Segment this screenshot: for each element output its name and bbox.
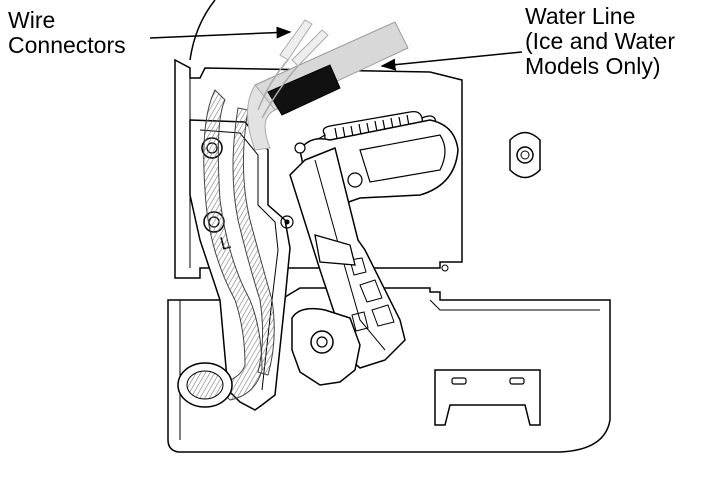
wire-connectors-arrow — [149, 26, 292, 39]
water-line-label: Water Line (Ice and Water Models Only) — [525, 4, 675, 79]
side-hole — [509, 131, 541, 179]
door-top-edge — [429, 299, 600, 311]
handle-pocket — [434, 369, 541, 426]
wire-connectors-label: Wire Connectors — [8, 8, 126, 58]
water-line-tube-lower — [247, 84, 276, 151]
wire-connectors-line1: Wire — [8, 7, 56, 33]
water-line-arrow — [380, 51, 523, 71]
water-line-sleeve — [267, 64, 341, 116]
hinge-link-arm — [289, 146, 406, 369]
screw-icon — [441, 264, 449, 272]
grommet — [177, 362, 233, 408]
water-line-line3: Models Only) — [525, 53, 661, 79]
wire-connectors-line2: Connectors — [8, 32, 126, 58]
wire-harness-2 — [232, 107, 275, 376]
water-line-line2: (Ice and Water — [525, 28, 675, 54]
wire-connectors — [257, 19, 329, 119]
cabinet-arc — [189, 0, 216, 61]
water-line-line1: Water Line — [525, 3, 636, 29]
door-hinge-block — [291, 307, 361, 386]
upper-panel — [174, 58, 463, 279]
door-panel — [167, 287, 611, 453]
